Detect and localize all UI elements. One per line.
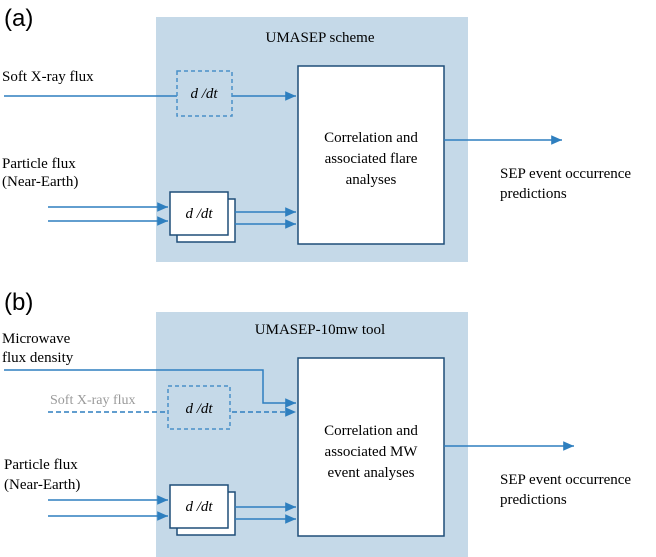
panel-b-derivative-sxr: d /dt [185,401,213,417]
panel-b-input-mw-line2: flux density [2,350,74,366]
panel-b-input-sxr: Soft X-ray flux [50,393,136,408]
panel-a-input-particle-line1: Particle flux [2,156,76,172]
panel-b-input-particle-line2: (Near-Earth) [4,477,80,493]
panel-b-output-line1: SEP event occurrence [500,472,631,488]
panel-b-analysis-line3: event analyses [327,465,414,481]
panel-a-analysis-line1: Correlation and [324,130,418,146]
panel-a-analysis-line3: analyses [346,172,397,188]
panel-b-derivative-particle: d /dt [185,499,213,515]
panel-b-scheme-title: UMASEP-10mw tool [255,322,385,338]
panel-b-mw-arrow [4,369,296,408]
panel-b-derivative-sxr-box [167,385,231,430]
panel-a-derivative-particle-box [169,191,229,236]
panel-a-output-line2: predictions [500,186,567,202]
panel-a-derivative-particle: d /dt [185,206,213,222]
panel-b-analysis-box [297,357,445,537]
panel-a-scheme-title: UMASEP scheme [265,30,374,46]
panel-b-input-particle-line1: Particle flux [4,457,78,473]
panel-a-input-sxr: Soft X-ray flux [2,69,94,85]
panel-b-analysis-line1: Correlation and [324,423,418,439]
panel-a: (a) UMASEP scheme Soft X-ray flux d /dt … [2,5,631,262]
panel-b-label: (b) [4,289,33,316]
panel-a-input-particle-line2: (Near-Earth) [2,174,78,190]
panel-a-label: (a) [4,5,33,32]
panel-b-input-mw-line1: Microwave [2,331,71,347]
panel-b-derivative-particle-box [169,484,229,529]
panel-a-derivative-sxr-box [176,70,233,117]
panel-b-analysis-line2: associated MW [325,444,419,460]
panel-a-output-line1: SEP event occurrence [500,166,631,182]
panel-a-analysis-box [297,65,445,245]
panel-b: (b) UMASEP-10mw tool Microwave flux dens… [2,289,631,557]
panel-b-output-line2: predictions [500,492,567,508]
panel-a-derivative-sxr: d /dt [190,86,218,102]
panel-a-analysis-line2: associated flare [325,151,418,167]
